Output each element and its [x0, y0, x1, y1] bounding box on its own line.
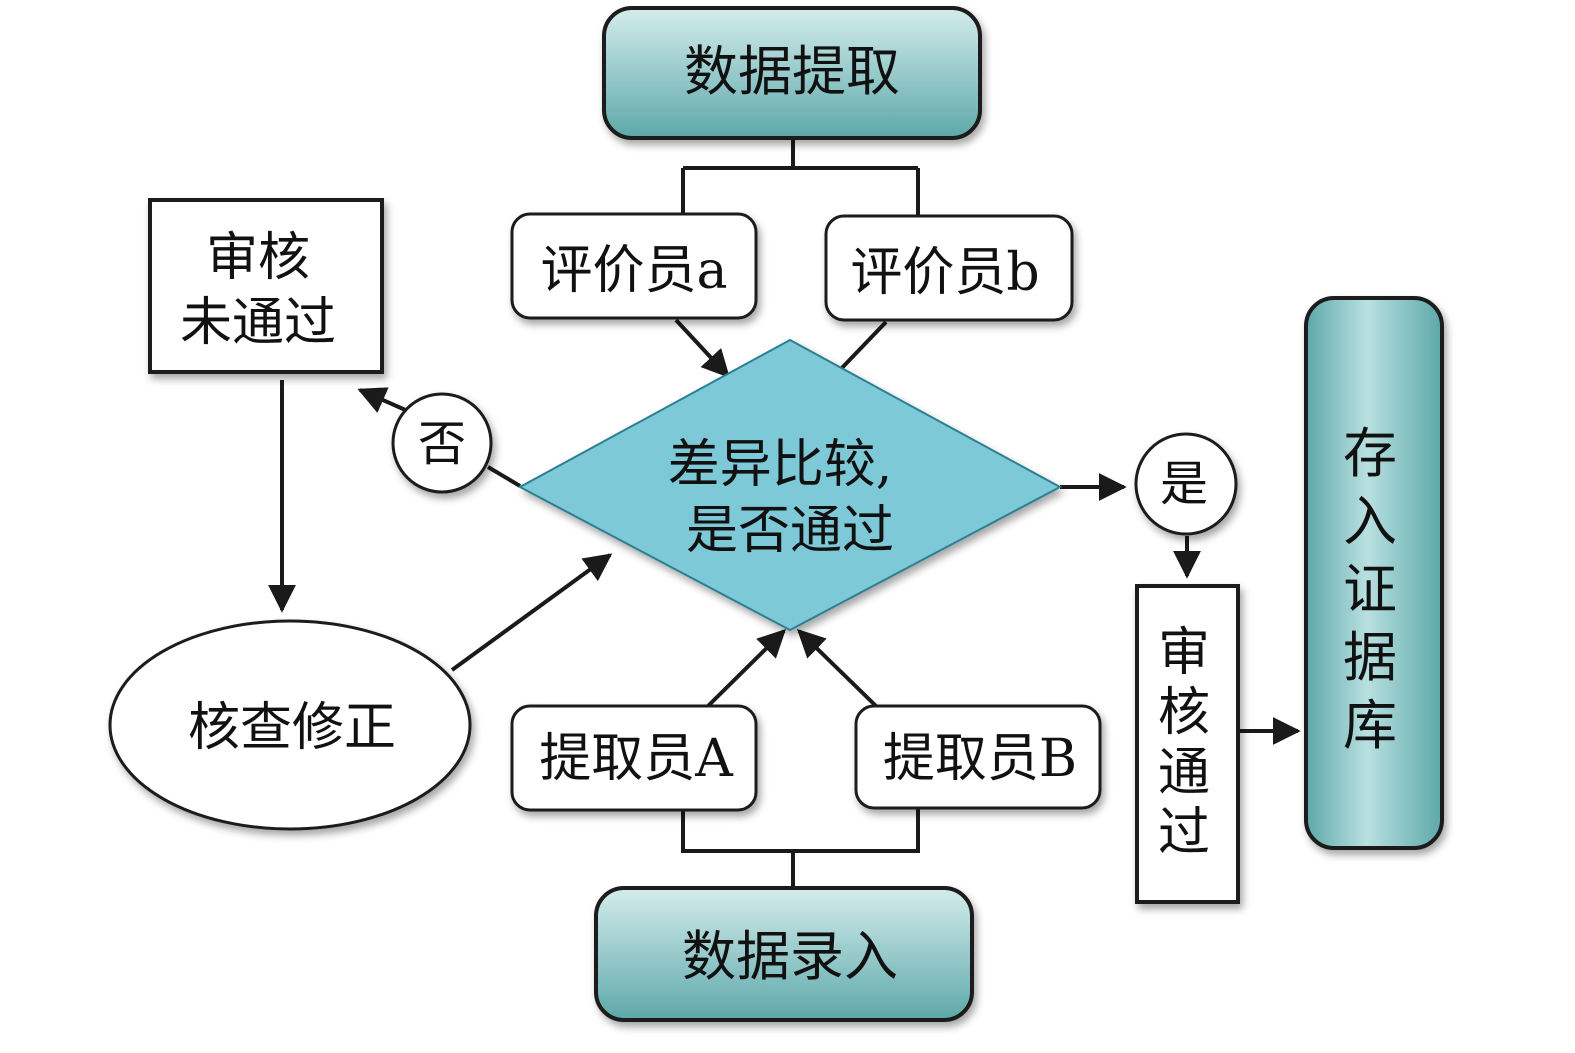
node-check-correct: 核查修正: [108, 619, 472, 831]
node-extractor-b: 提取员B: [854, 704, 1102, 810]
connector-decision-to-no: [486, 465, 522, 488]
node-review-failed-line1: 审核: [206, 228, 310, 288]
arrow-evaluator-b-to-decision: [836, 320, 888, 374]
connector-extractors-to-entry: [681, 808, 920, 888]
node-evaluator-a-label: 评价员a: [540, 241, 727, 301]
node-yes: 是: [1134, 432, 1238, 536]
node-decision-line1: 差异比较,: [668, 435, 893, 495]
node-evidence-database: 存 入 证 据 库: [1304, 296, 1444, 850]
node-yes-label: 是: [1160, 456, 1208, 512]
node-evaluator-b: 评价员b: [824, 214, 1074, 322]
node-evidence-db-char2: 入: [1343, 490, 1397, 553]
node-data-extract-label: 数据提取: [684, 40, 900, 103]
node-review-failed: 审核 未通过: [148, 198, 384, 374]
node-decision-line2: 是否通过: [686, 501, 894, 561]
node-review-passed-char3: 通: [1158, 743, 1210, 803]
node-evidence-db-char1: 存: [1343, 422, 1397, 485]
connector-extract-to-evaluators: [681, 140, 920, 216]
connectors: [268, 140, 1301, 888]
node-data-entry: 数据录入: [594, 886, 974, 1022]
arrow-extractor-b-to-decision: [796, 629, 878, 708]
node-extractor-a-label: 提取员A: [539, 729, 734, 789]
arrow-check-to-decision: [450, 553, 613, 672]
node-extractor-b-label: 提取员B: [883, 729, 1077, 789]
arrow-extractor-a-to-decision: [706, 629, 786, 708]
node-evidence-db-char5: 库: [1343, 694, 1397, 757]
node-review-passed-char4: 过: [1158, 803, 1210, 863]
node-extractor-a: 提取员A: [510, 704, 758, 812]
node-data-entry-label: 数据录入: [682, 925, 898, 988]
node-review-passed-char1: 审: [1158, 623, 1210, 683]
node-evaluator-a: 评价员a: [510, 212, 758, 320]
node-decision: 差异比较, 是否通过: [517, 338, 1063, 632]
node-review-failed-line2: 未通过: [180, 293, 336, 353]
arrow-evaluator-a-to-decision: [674, 318, 730, 379]
arrow-no-to-review-failed: [357, 387, 411, 414]
node-review-passed: 审 核 通 过: [1135, 584, 1240, 904]
node-review-passed-char2: 核: [1158, 683, 1210, 743]
node-no: 否: [391, 392, 493, 494]
node-evidence-db-char4: 据: [1343, 626, 1397, 689]
node-data-extract: 数据提取: [602, 6, 982, 140]
node-no-label: 否: [418, 416, 466, 472]
node-check-correct-label: 核查修正: [188, 698, 396, 758]
node-evaluator-b-label: 评价员b: [850, 243, 1039, 303]
node-evidence-db-char3: 证: [1343, 558, 1397, 621]
